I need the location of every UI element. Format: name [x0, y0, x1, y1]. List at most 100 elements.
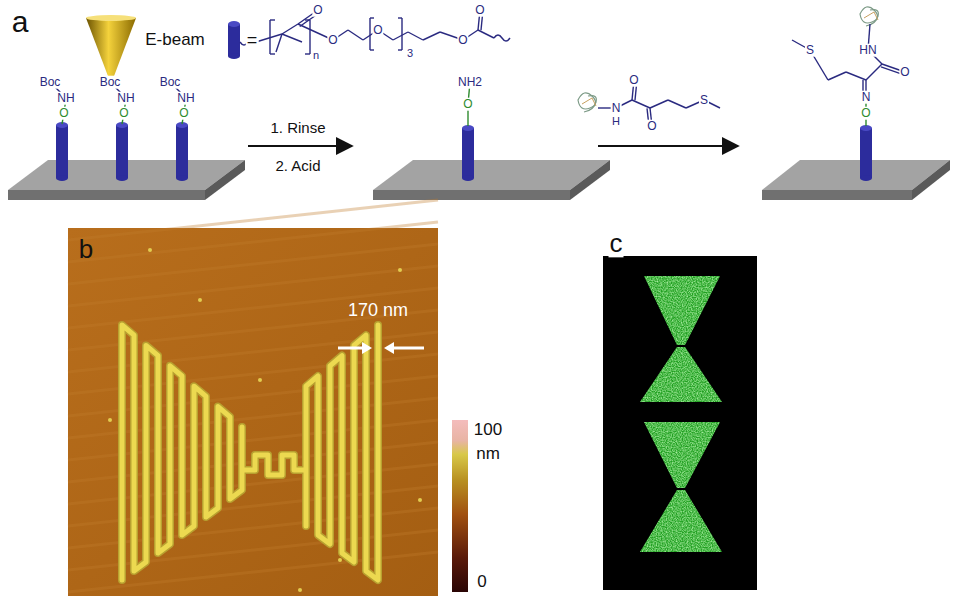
- polymer-brush: [116, 125, 128, 178]
- repeat-subscript: n: [312, 50, 320, 62]
- chemical-bond: [423, 32, 440, 40]
- dimension-label: 170 nm: [347, 301, 409, 320]
- atom-label: NH: [116, 92, 135, 105]
- chemical-bond: [398, 17, 402, 18]
- equals-sign: =: [246, 31, 259, 50]
- reaction-step: 2. Acid: [274, 158, 321, 174]
- chemical-bond: [305, 53, 310, 54]
- afm-image: [68, 228, 438, 596]
- substrate-top: [373, 160, 610, 190]
- chemical-bond: [269, 20, 270, 54]
- afm-texture: [68, 222, 438, 262]
- panel-letter: c: [609, 230, 624, 257]
- chemical-bond: [270, 19, 275, 20]
- polymer-brush: [228, 53, 240, 59]
- chemical-bond: [256, 34, 282, 42]
- fluorescent-bowtie: [644, 422, 720, 488]
- substrate-side: [912, 160, 950, 200]
- polymer-brush: [860, 128, 872, 178]
- chemical-bond: [494, 35, 510, 41]
- fluorescent-bowtie: [640, 490, 722, 552]
- patterned-polymer-line: [122, 325, 378, 580]
- atom-label: O: [327, 34, 338, 47]
- fluorescent-bowtie: [640, 347, 722, 402]
- polymer-brush: [462, 175, 474, 181]
- chemical-bond: [276, 34, 282, 52]
- atom-label: H: [611, 116, 621, 128]
- atom-label: O: [457, 34, 468, 47]
- color-scale-bar: [452, 420, 468, 592]
- chemical-bond: [370, 17, 374, 18]
- fluorescent-bowtie: [644, 276, 720, 345]
- width-arrow: [362, 342, 372, 354]
- panel-letter: b: [78, 236, 94, 263]
- afm-texture: [68, 244, 438, 284]
- atom-label: O: [899, 66, 910, 79]
- substrate-front: [373, 190, 570, 200]
- afm-particle: [298, 588, 302, 592]
- chemical-bond: [866, 64, 882, 80]
- fluorescent-bowtie: [640, 347, 722, 402]
- patterned-polymer-line: [122, 325, 378, 580]
- afm-particle: [338, 558, 342, 562]
- atom-label: O: [628, 74, 639, 87]
- chemical-bond: [650, 100, 668, 108]
- afm-particle: [418, 498, 422, 502]
- atom-label: N: [861, 91, 872, 104]
- fluorescent-bowtie: [640, 490, 722, 552]
- beam-label: E-beam: [144, 31, 206, 49]
- chemical-bond: [478, 30, 494, 38]
- polymer-brush: [176, 125, 188, 178]
- chemical-bond: [828, 72, 846, 80]
- protein-sketch: [582, 98, 596, 106]
- substrate-side: [570, 160, 610, 200]
- chemical-bond: [282, 34, 302, 42]
- polymer-brush: [228, 24, 240, 56]
- atom-label: NH2: [457, 76, 483, 89]
- atom-label: O: [860, 107, 871, 120]
- atom-label: O: [178, 107, 189, 120]
- polymer-brush: [56, 125, 68, 178]
- afm-particle: [198, 298, 202, 302]
- atom-label: S: [805, 44, 815, 57]
- polymer-brush: [860, 175, 872, 181]
- atom-label: O: [646, 120, 657, 133]
- afm-texture: [68, 200, 438, 240]
- afm-particle: [258, 378, 262, 382]
- scale-label: 0: [476, 573, 487, 591]
- scale-label: 100: [473, 421, 503, 439]
- afm-particle: [148, 248, 152, 252]
- atom-label: O: [462, 98, 473, 111]
- chemical-bond: [408, 32, 423, 40]
- protecting-group: Boc: [159, 76, 182, 89]
- atom-label: O: [474, 4, 485, 17]
- reaction-step: 1. Rinse: [269, 120, 326, 136]
- polymer-brush: [116, 175, 128, 181]
- chemical-bond: [668, 100, 686, 108]
- chemical-bond: [305, 19, 310, 20]
- atom-label: NH: [56, 92, 75, 105]
- polymer-brush: [176, 175, 188, 181]
- fluorescence-image: [603, 256, 757, 590]
- chemical-bond: [282, 24, 298, 34]
- atom-label: HN: [858, 44, 877, 57]
- atom-label: O: [58, 107, 69, 120]
- ebeam-cone-top: [86, 15, 136, 21]
- protecting-group: Boc: [39, 76, 62, 89]
- chemical-bond: [369, 18, 370, 50]
- chemical-bond: [846, 72, 866, 80]
- afm-particle: [108, 418, 112, 422]
- chemical-bond: [401, 18, 402, 50]
- afm-particle: [398, 268, 402, 272]
- chemical-bond: [393, 32, 408, 40]
- substrate-front: [8, 190, 205, 200]
- atom-label: O: [312, 4, 323, 17]
- polymer-brush: [228, 21, 240, 27]
- substrate-front: [762, 190, 912, 200]
- chemical-bond: [398, 49, 402, 50]
- atom-label: O: [118, 107, 129, 120]
- chemical-bond: [370, 49, 374, 50]
- panel-letter: a: [11, 6, 30, 38]
